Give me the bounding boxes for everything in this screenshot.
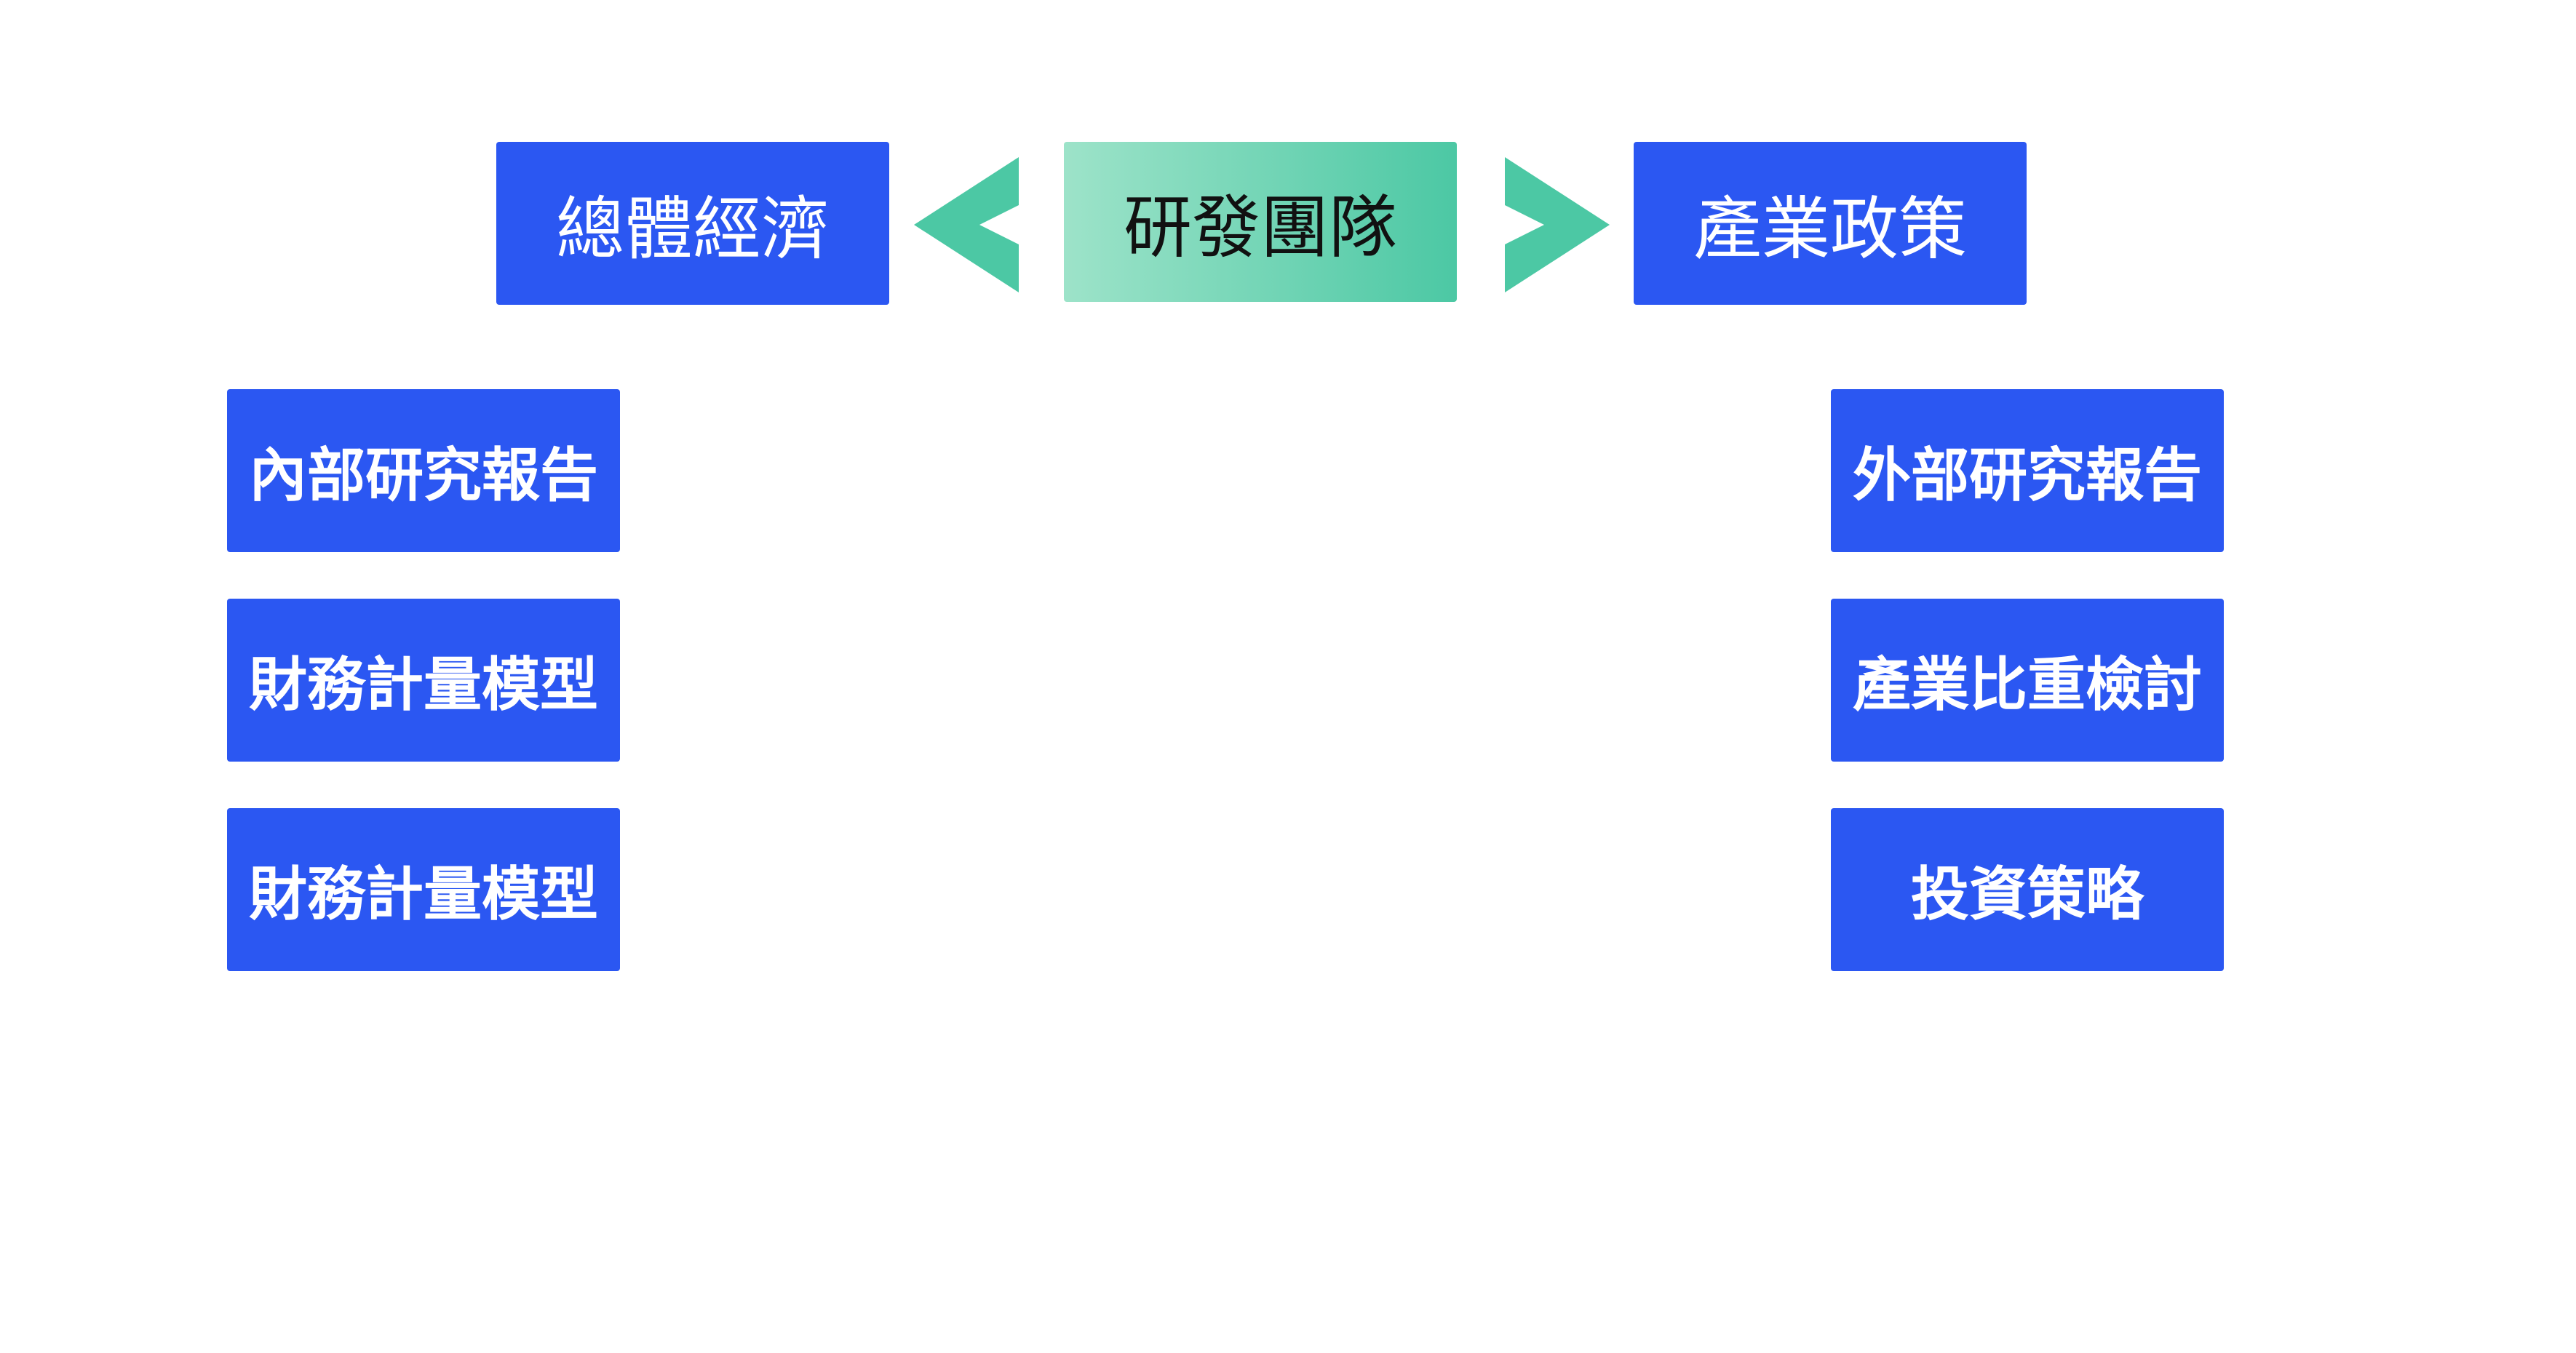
right-item-label: 投資策略 [1911, 861, 2144, 928]
left-item-box: 財務計量模型 [227, 808, 620, 971]
left-item-box: 內部研究報告 [227, 389, 620, 552]
left-item-label: 財務計量模型 [249, 651, 598, 719]
right-item-box: 投資策略 [1831, 808, 2224, 971]
chevron-left-icon [914, 157, 1019, 292]
right-item-box: 外部研究報告 [1831, 389, 2224, 552]
right-branch-box: 產業政策 [1634, 142, 2027, 305]
left-branch-label: 總體經濟 [555, 190, 830, 269]
right-branch-label: 產業政策 [1693, 190, 1967, 269]
left-item-box: 財務計量模型 [227, 599, 620, 762]
left-item-label: 財務計量模型 [249, 861, 598, 928]
center-box: 研發團隊 [1064, 142, 1457, 302]
center-label: 研發團隊 [1123, 188, 1397, 268]
right-item-label: 外部研究報告 [1853, 442, 2202, 509]
chevron-right-icon [1505, 157, 1610, 292]
right-item-box: 產業比重檢討 [1831, 599, 2224, 762]
left-item-label: 內部研究報告 [249, 442, 598, 509]
right-item-label: 產業比重檢討 [1853, 651, 2202, 719]
left-branch-box: 總體經濟 [496, 142, 889, 305]
